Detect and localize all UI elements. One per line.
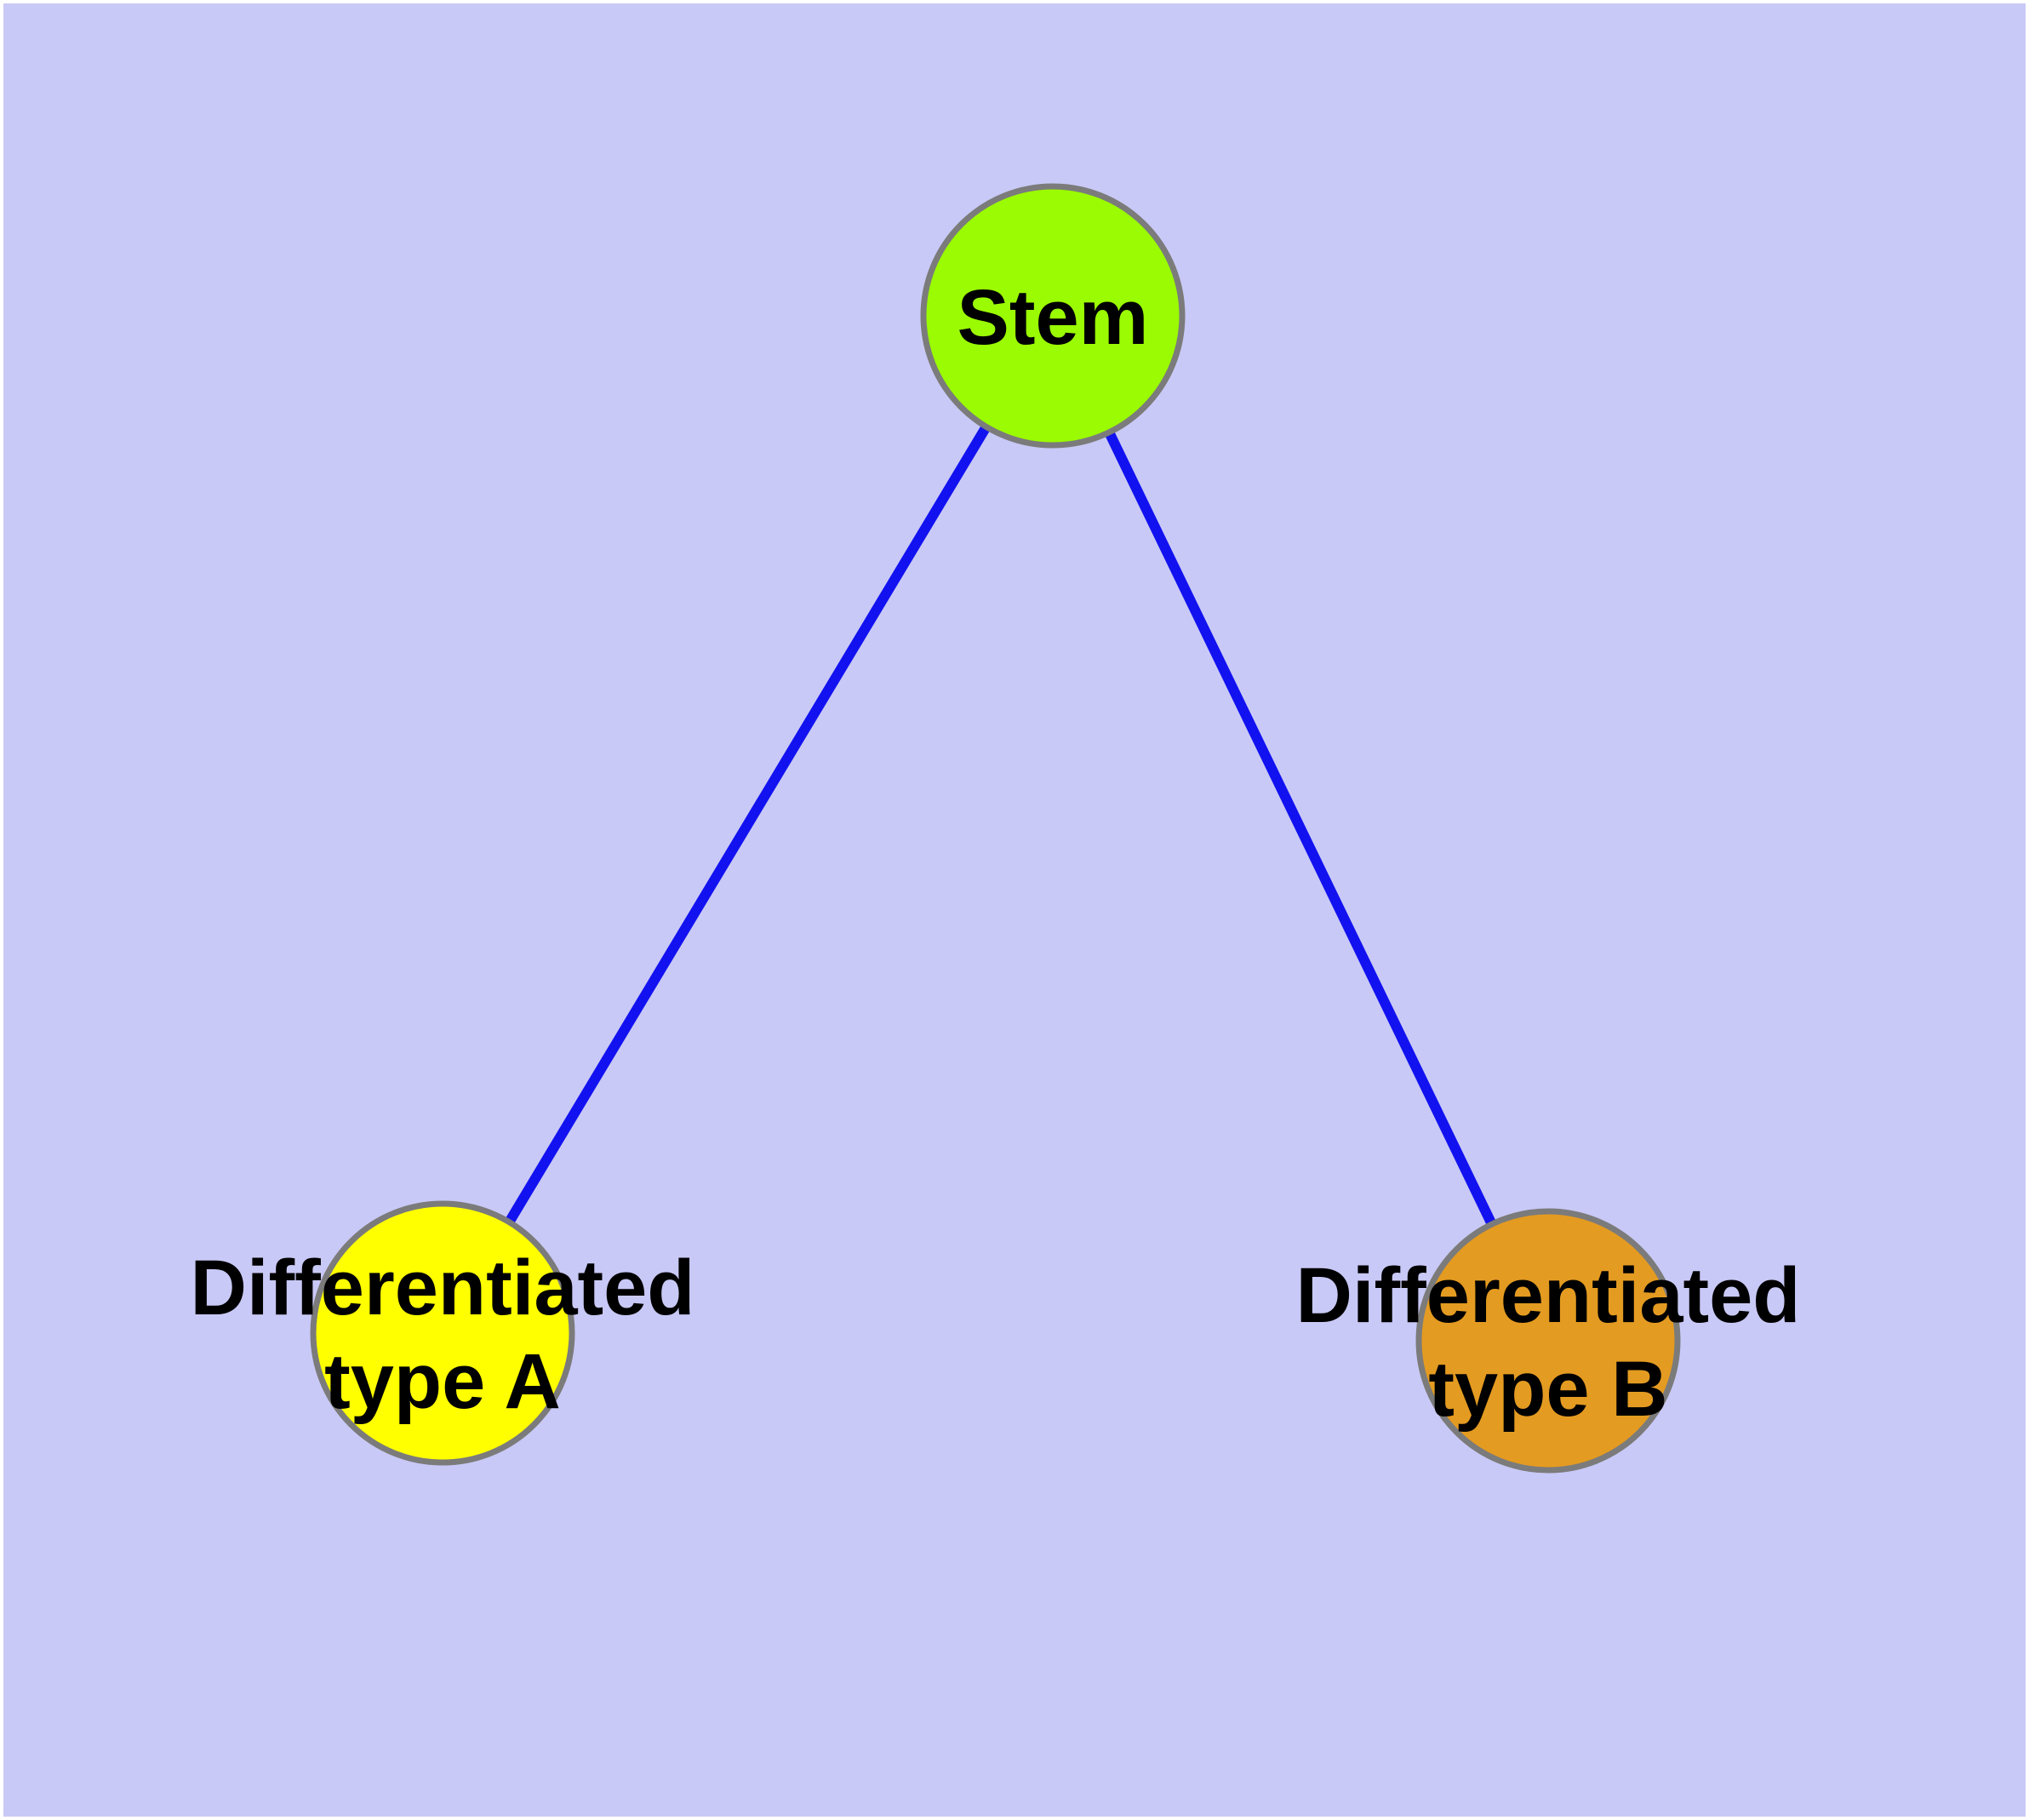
node-differentiated-type-a: [310, 1200, 575, 1466]
node-differentiated-type-b: [1415, 1208, 1681, 1474]
node-type-b-label-line1: Differentiated: [1296, 1252, 1801, 1339]
node-stem-label: Stem: [957, 274, 1149, 361]
node-type-a-label-line1: Differentiated: [191, 1245, 695, 1331]
edge-stem-to-type-a: [437, 312, 1058, 1336]
node-stem: [920, 183, 1186, 449]
node-type-a-label-line2: type A: [324, 1338, 561, 1425]
edge-stem-to-type-b: [1048, 313, 1553, 1343]
node-type-b-label-line2: type B: [1428, 1346, 1667, 1433]
